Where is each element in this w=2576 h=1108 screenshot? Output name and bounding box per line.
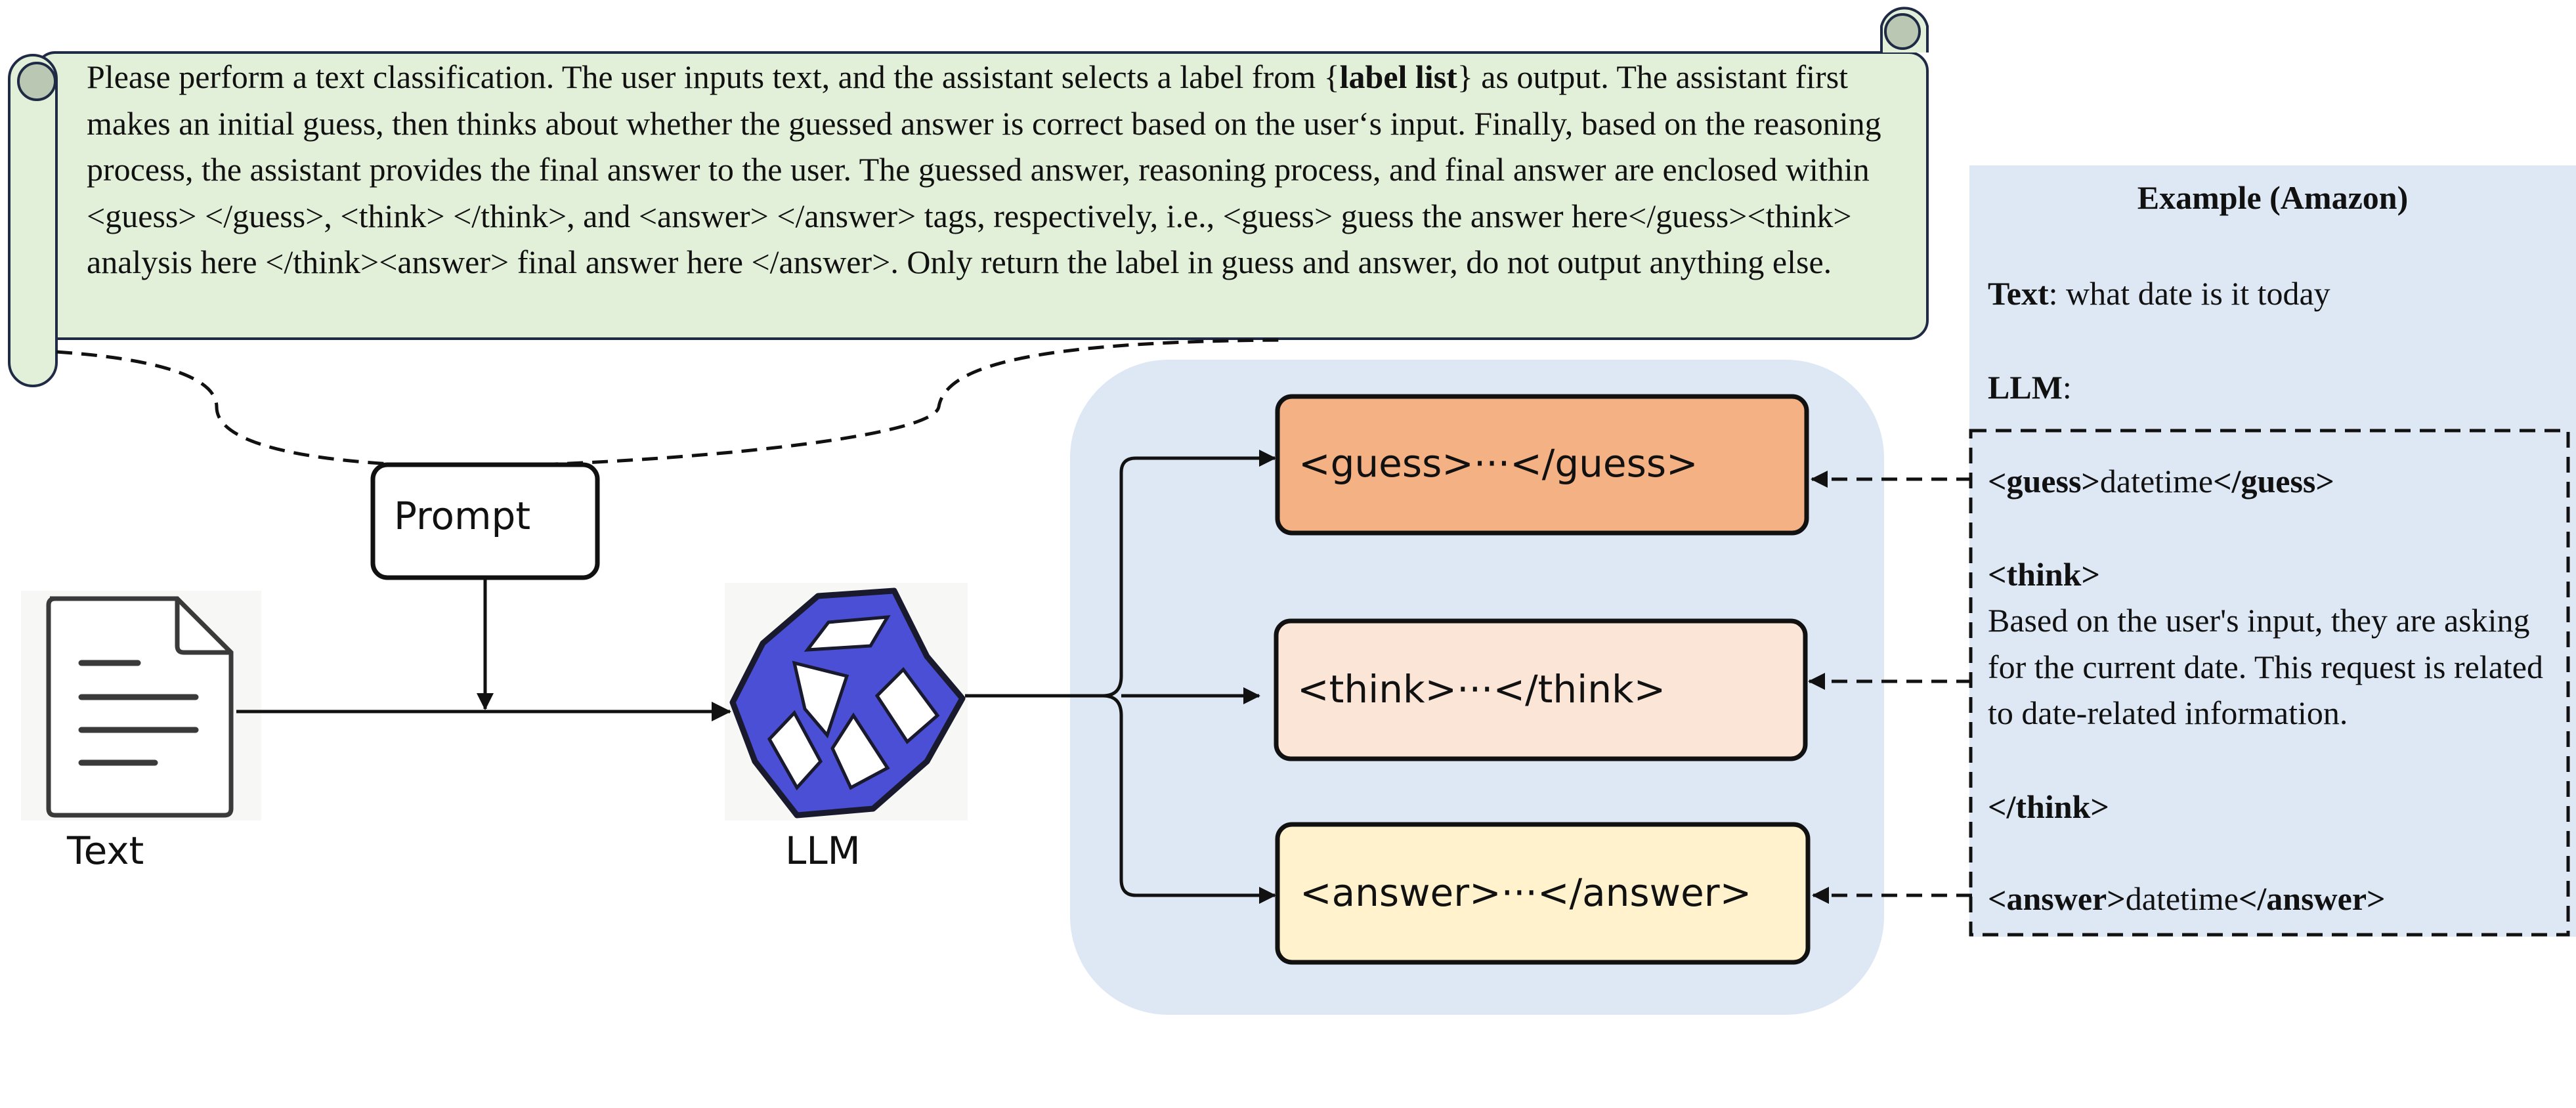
guess-box-label: <guess>···</guess> (1299, 441, 1698, 486)
llm-node-label: LLM (785, 828, 861, 873)
guess-box (1275, 394, 1809, 536)
example-guess-line: <guess>datetime</guess> (1988, 463, 2334, 500)
llm-logo-icon (725, 583, 968, 820)
example-text-line: Text: what date is it today (1988, 275, 2330, 312)
think-box-label: <think>···</think> (1297, 667, 1666, 712)
document-icon (21, 591, 261, 820)
example-panel-bg (1969, 165, 2576, 937)
example-think-close: </think> (1988, 788, 2109, 825)
think-box (1274, 618, 1808, 761)
example-think-open: <think> (1988, 556, 2100, 593)
prompt-node-label: Prompt (394, 494, 531, 538)
example-title: Example (Amazon) (2137, 179, 2409, 216)
text-node-label: Text (67, 828, 144, 873)
prompt-scroll (8, 7, 1929, 387)
label-list-bold: label list (1339, 58, 1457, 95)
prompt-callout-tail (56, 338, 1287, 468)
answer-box (1275, 822, 1811, 965)
prompt-instruction-text: Please perform a text classification. Th… (87, 58, 1881, 280)
example-llm-line: LLM: (1988, 369, 2072, 406)
example-think-body: Based on the user's input, they are aski… (1988, 602, 2543, 731)
answer-box-label: <answer>···</answer> (1300, 870, 1752, 915)
example-answer-line: <answer>datetime</answer> (1988, 880, 2386, 917)
output-brace (1102, 456, 1267, 897)
